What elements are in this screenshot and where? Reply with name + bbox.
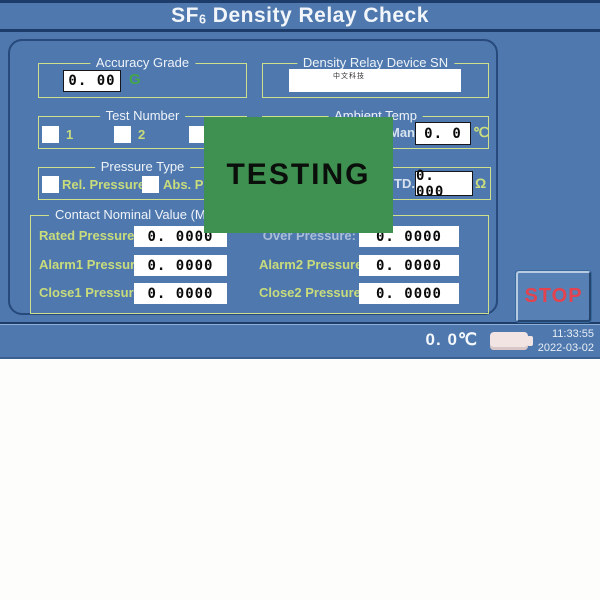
ambient-temp-field[interactable]: 0. 0 <box>415 122 471 145</box>
resistance-label-fragment: TD. <box>394 176 415 191</box>
group-pressure-type: Pressure Type Rel. Pressure Abs. Pressur… <box>38 159 250 200</box>
device-sn-input[interactable]: 中文科技 <box>289 69 461 92</box>
group-contact-nominal-legend: Contact Nominal Value (MPa) <box>49 207 232 222</box>
abs-pressure-checkbox[interactable] <box>142 176 159 193</box>
ambient-temp-mode-label: Man. <box>389 125 419 140</box>
testing-status-overlay: TESTING <box>204 117 393 233</box>
accuracy-grade-unit: G <box>129 71 141 88</box>
status-clock: 11:33:55 2022-03-02 <box>538 327 594 355</box>
close1-pressure-label: Close1 Pressure: <box>39 285 146 300</box>
group-device-sn-legend: Density Relay Device SN <box>296 55 455 70</box>
status-time: 11:33:55 <box>551 328 594 340</box>
main-area: Accuracy Grade 0. 00 G Density Relay Dev… <box>0 32 600 324</box>
group-test-number-legend: Test Number <box>99 108 186 123</box>
close2-pressure-label: Close2 Pressure: <box>259 285 366 300</box>
status-temperature: 0. 0℃ <box>425 330 478 349</box>
resistance-field[interactable]: 0. 000 <box>415 168 473 200</box>
alarm2-pressure-label: Alarm2 Pressure: <box>259 257 367 272</box>
test-number-3-checkbox[interactable] <box>189 126 206 143</box>
status-date: 2022-03-02 <box>537 342 594 354</box>
rated-pressure-label: Rated Pressure: <box>39 228 139 243</box>
group-contact-nominal: Contact Nominal Value (MPa) Rated Pressu… <box>30 207 489 314</box>
status-bar: 0. 0℃ 11:33:55 2022-03-02 <box>0 324 600 359</box>
group-pressure-type-legend: Pressure Type <box>94 159 191 174</box>
test-number-1-label: 1 <box>66 127 74 142</box>
close1-pressure-field[interactable]: 0. 0000 <box>134 283 227 304</box>
close2-pressure-field[interactable]: 0. 0000 <box>359 283 459 304</box>
group-device-sn: Density Relay Device SN 中文科技 <box>262 55 489 98</box>
test-number-2-label: 2 <box>138 127 146 142</box>
accuracy-grade-field[interactable]: 0. 00 <box>63 70 121 92</box>
alarm2-pressure-field[interactable]: 0. 0000 <box>359 255 459 276</box>
alarm1-pressure-field[interactable]: 0. 0000 <box>134 255 227 276</box>
group-accuracy-grade-legend: Accuracy Grade <box>89 55 196 70</box>
group-resistance: TD. 0. 000 Ω <box>262 167 491 200</box>
status-temperature-unit: ℃ <box>457 330 478 349</box>
title-subscript: 6 <box>198 12 207 27</box>
rated-pressure-field[interactable]: 0. 0000 <box>134 226 227 247</box>
device-sn-watermark: 中文科技 <box>333 73 365 80</box>
test-number-2-checkbox[interactable] <box>114 126 131 143</box>
stop-button-label: STOP <box>524 285 583 307</box>
resistance-unit: Ω <box>475 175 487 191</box>
battery-icon-nub <box>527 336 533 346</box>
content-panel-outline <box>8 39 498 315</box>
rel-pressure-label: Rel. Pressure <box>62 177 146 192</box>
stop-button[interactable]: STOP <box>516 271 591 322</box>
hmi-window: SF6 Density Relay Check Accuracy Grade 0… <box>0 0 600 359</box>
battery-icon <box>490 332 533 350</box>
testing-status-text: TESTING <box>226 158 371 191</box>
page-title: SF6 Density Relay Check <box>171 4 429 27</box>
group-accuracy-grade: Accuracy Grade 0. 00 G <box>38 55 247 98</box>
ambient-temp-unit: ℃ <box>473 124 489 140</box>
title-bar: SF6 Density Relay Check <box>0 0 600 32</box>
alarm1-pressure-label: Alarm1 Pressure: <box>39 257 147 272</box>
rel-pressure-checkbox[interactable] <box>42 176 59 193</box>
test-number-1-checkbox[interactable] <box>42 126 59 143</box>
group-test-number: Test Number 1 2 3 <box>38 108 247 149</box>
